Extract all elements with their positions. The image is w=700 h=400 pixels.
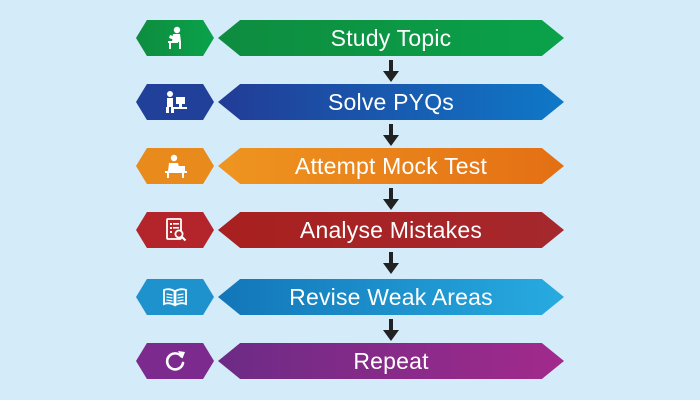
down-arrow-icon: [383, 319, 399, 341]
report-magnifier-icon: [166, 218, 187, 242]
step-icon-hexagon: [136, 84, 214, 120]
step-attempt-mock-test: Attempt Mock Test: [0, 148, 700, 184]
step-analyse-mistakes: Analyse Mistakes: [0, 212, 700, 248]
step-banner: Analyse Mistakes: [218, 212, 564, 248]
refresh-cycle-icon: [165, 351, 185, 371]
down-arrow-icon: [383, 124, 399, 146]
step-banner: Repeat: [218, 343, 564, 379]
step-banner: Attempt Mock Test: [218, 148, 564, 184]
step-icon-hexagon: [136, 148, 214, 184]
step-banner: Revise Weak Areas: [218, 279, 564, 315]
step-solve-pyqs: Solve PYQs: [0, 84, 700, 120]
person-studying-icon: [168, 26, 181, 49]
step-study-topic: Study Topic: [0, 20, 700, 56]
person-writing-exam-icon: [165, 154, 187, 178]
step-banner: Study Topic: [218, 20, 564, 56]
step-revise-weak-areas: Revise Weak Areas: [0, 279, 700, 315]
person-at-computer-icon: [166, 91, 187, 113]
down-arrow-icon: [383, 252, 399, 274]
step-banner: Solve PYQs: [218, 84, 564, 120]
down-arrow-icon: [383, 60, 399, 82]
step-icon-hexagon: [136, 279, 214, 315]
step-icon-hexagon: [136, 212, 214, 248]
open-book-icon: [163, 288, 187, 307]
down-arrow-icon: [383, 188, 399, 210]
step-icon-hexagon: [136, 20, 214, 56]
step-icon-hexagon: [136, 343, 214, 379]
step-repeat: Repeat: [0, 343, 700, 379]
